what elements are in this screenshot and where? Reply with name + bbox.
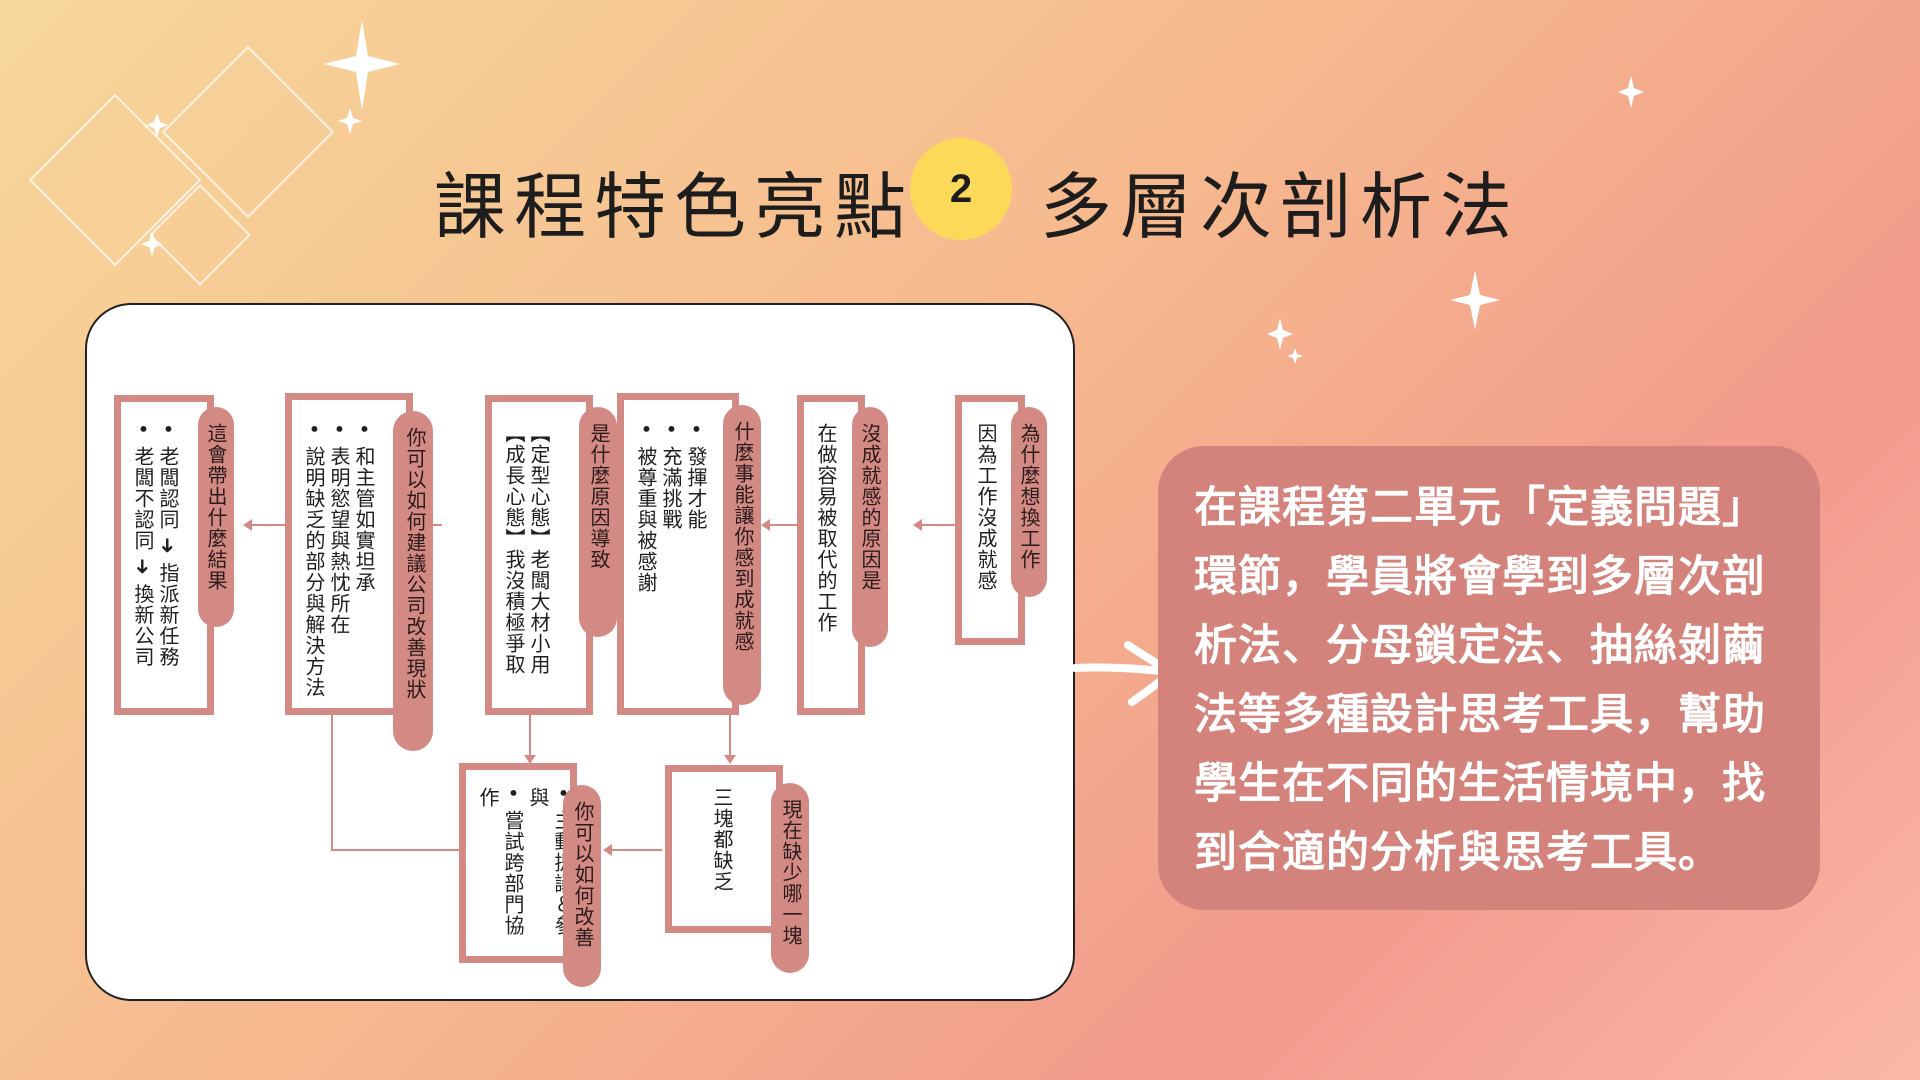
node-header: 你可以如何改善: [563, 785, 601, 987]
text-line: 【定型心態】老闆大材小用: [527, 423, 551, 675]
callout-box: 在課程第二單元「定義問題」環節，學員將會學到多層次剖析法、分母鎖定法、抽絲剝繭法…: [1158, 446, 1820, 910]
node-header: 為什麼想換工作: [1011, 407, 1047, 597]
title-left: 課程特色亮點: [434, 165, 915, 249]
node-body: 三塊都缺乏: [710, 787, 734, 892]
diagram-panel: 因為工作沒成就感 為什麼想換工作 在做容易被取代的工作 沒成就感的原因是 •發揮…: [85, 303, 1075, 1001]
title-right: 多層次剖析法: [1040, 165, 1521, 249]
sparkle-icon: [1450, 270, 1500, 330]
node-box: [459, 763, 577, 963]
node-bullets: •老闆認同 ➜ 指派新任務 •老闆不認同 ➜ 換新公司: [130, 423, 180, 693]
node-header: 現在缺少哪一塊: [771, 783, 809, 973]
node-header: 沒成就感的原因是: [852, 407, 888, 647]
node-body: 因為工作沒成就感: [974, 423, 998, 591]
node-header: 是什麼原因導致: [579, 407, 617, 637]
node-box: [114, 395, 214, 715]
sparkle-icon: [338, 108, 362, 134]
node-how-to-improve: •離職 •主動提議＆參與 •嘗試跨部門協作 你可以如何改善: [459, 763, 609, 993]
sparkle-icon: [141, 232, 163, 256]
node-why-change-job: 因為工作沒成就感 為什麼想換工作: [955, 395, 1047, 645]
node-lines: 【定型心態】老闆大材小用 【成長心態】我沒積極爭取: [501, 423, 551, 693]
diamond-outline: [28, 93, 202, 267]
node-what-is-missing: 三塊都缺乏 現在缺少哪一塊: [665, 765, 815, 985]
title-number-badge: 2: [910, 138, 1012, 240]
bullet-item: •嘗試跨部門協作: [476, 787, 525, 936]
bullet-item: •老闆不認同 ➜ 換新公司: [131, 423, 155, 668]
node-suggest-improvement: •和主管如實坦承 •表明慾望與熱忱所在 •說明缺乏的部分與解決方法 你可以如何建…: [285, 393, 465, 751]
bullet-item: •表明慾望與熱忱所在: [327, 423, 351, 635]
node-header: 你可以如何建議公司改善現狀: [393, 411, 433, 751]
diamond-outline: [149, 184, 251, 286]
node-bullets: •發揮才能 •充滿挑戰 •被尊重與被感謝: [633, 423, 708, 693]
bullet-item: •發揮才能: [684, 423, 708, 530]
bullet-item: •充滿挑戰: [659, 423, 683, 530]
title-number: 2: [949, 166, 973, 211]
title-bar: 課程特色亮點 2 多層次剖析法: [0, 138, 1920, 249]
node-header: 這會帶出什麼結果: [198, 407, 234, 627]
node-body: 在做容易被取代的工作: [814, 423, 838, 633]
node-bullets: •和主管如實坦承 •表明慾望與熱忱所在 •說明缺乏的部分與解決方法: [301, 423, 376, 703]
text-line: 【成長心態】我沒積極爭取: [502, 423, 526, 675]
node-what-caused-it: 【定型心態】老闆大材小用 【成長心態】我沒積極爭取 是什麼原因導致: [485, 395, 617, 715]
sparkle-icon: [146, 113, 168, 137]
sparkle-icon: [1287, 348, 1303, 364]
bullet-item: •老闆認同 ➜ 指派新任務: [156, 423, 180, 668]
node-what-results: •老闆認同 ➜ 指派新任務 •老闆不認同 ➜ 換新公司 這會帶出什麼結果: [114, 395, 244, 715]
bullet-item: •和主管如實坦承: [352, 423, 376, 593]
sparkle-icon: [324, 20, 400, 110]
node-no-achievement-reason: 在做容易被取代的工作 沒成就感的原因是: [797, 395, 888, 715]
diamond-outline: [161, 45, 335, 219]
node-header: 什麼事能讓你感到成就感: [723, 405, 761, 705]
bullet-item: •被尊重與被感謝: [634, 423, 658, 593]
sparkle-icon: [1618, 76, 1644, 108]
sparkle-icon: [1267, 318, 1293, 350]
bullet-item: •說明缺乏的部分與解決方法: [302, 423, 326, 698]
callout-text: 在課程第二單元「定義問題」環節，學員將會學到多層次剖析法、分母鎖定法、抽絲剝繭法…: [1194, 483, 1766, 878]
node-what-brings-achievement: •發揮才能 •充滿挑戰 •被尊重與被感謝 什麼事能讓你感到成就感: [617, 393, 767, 715]
